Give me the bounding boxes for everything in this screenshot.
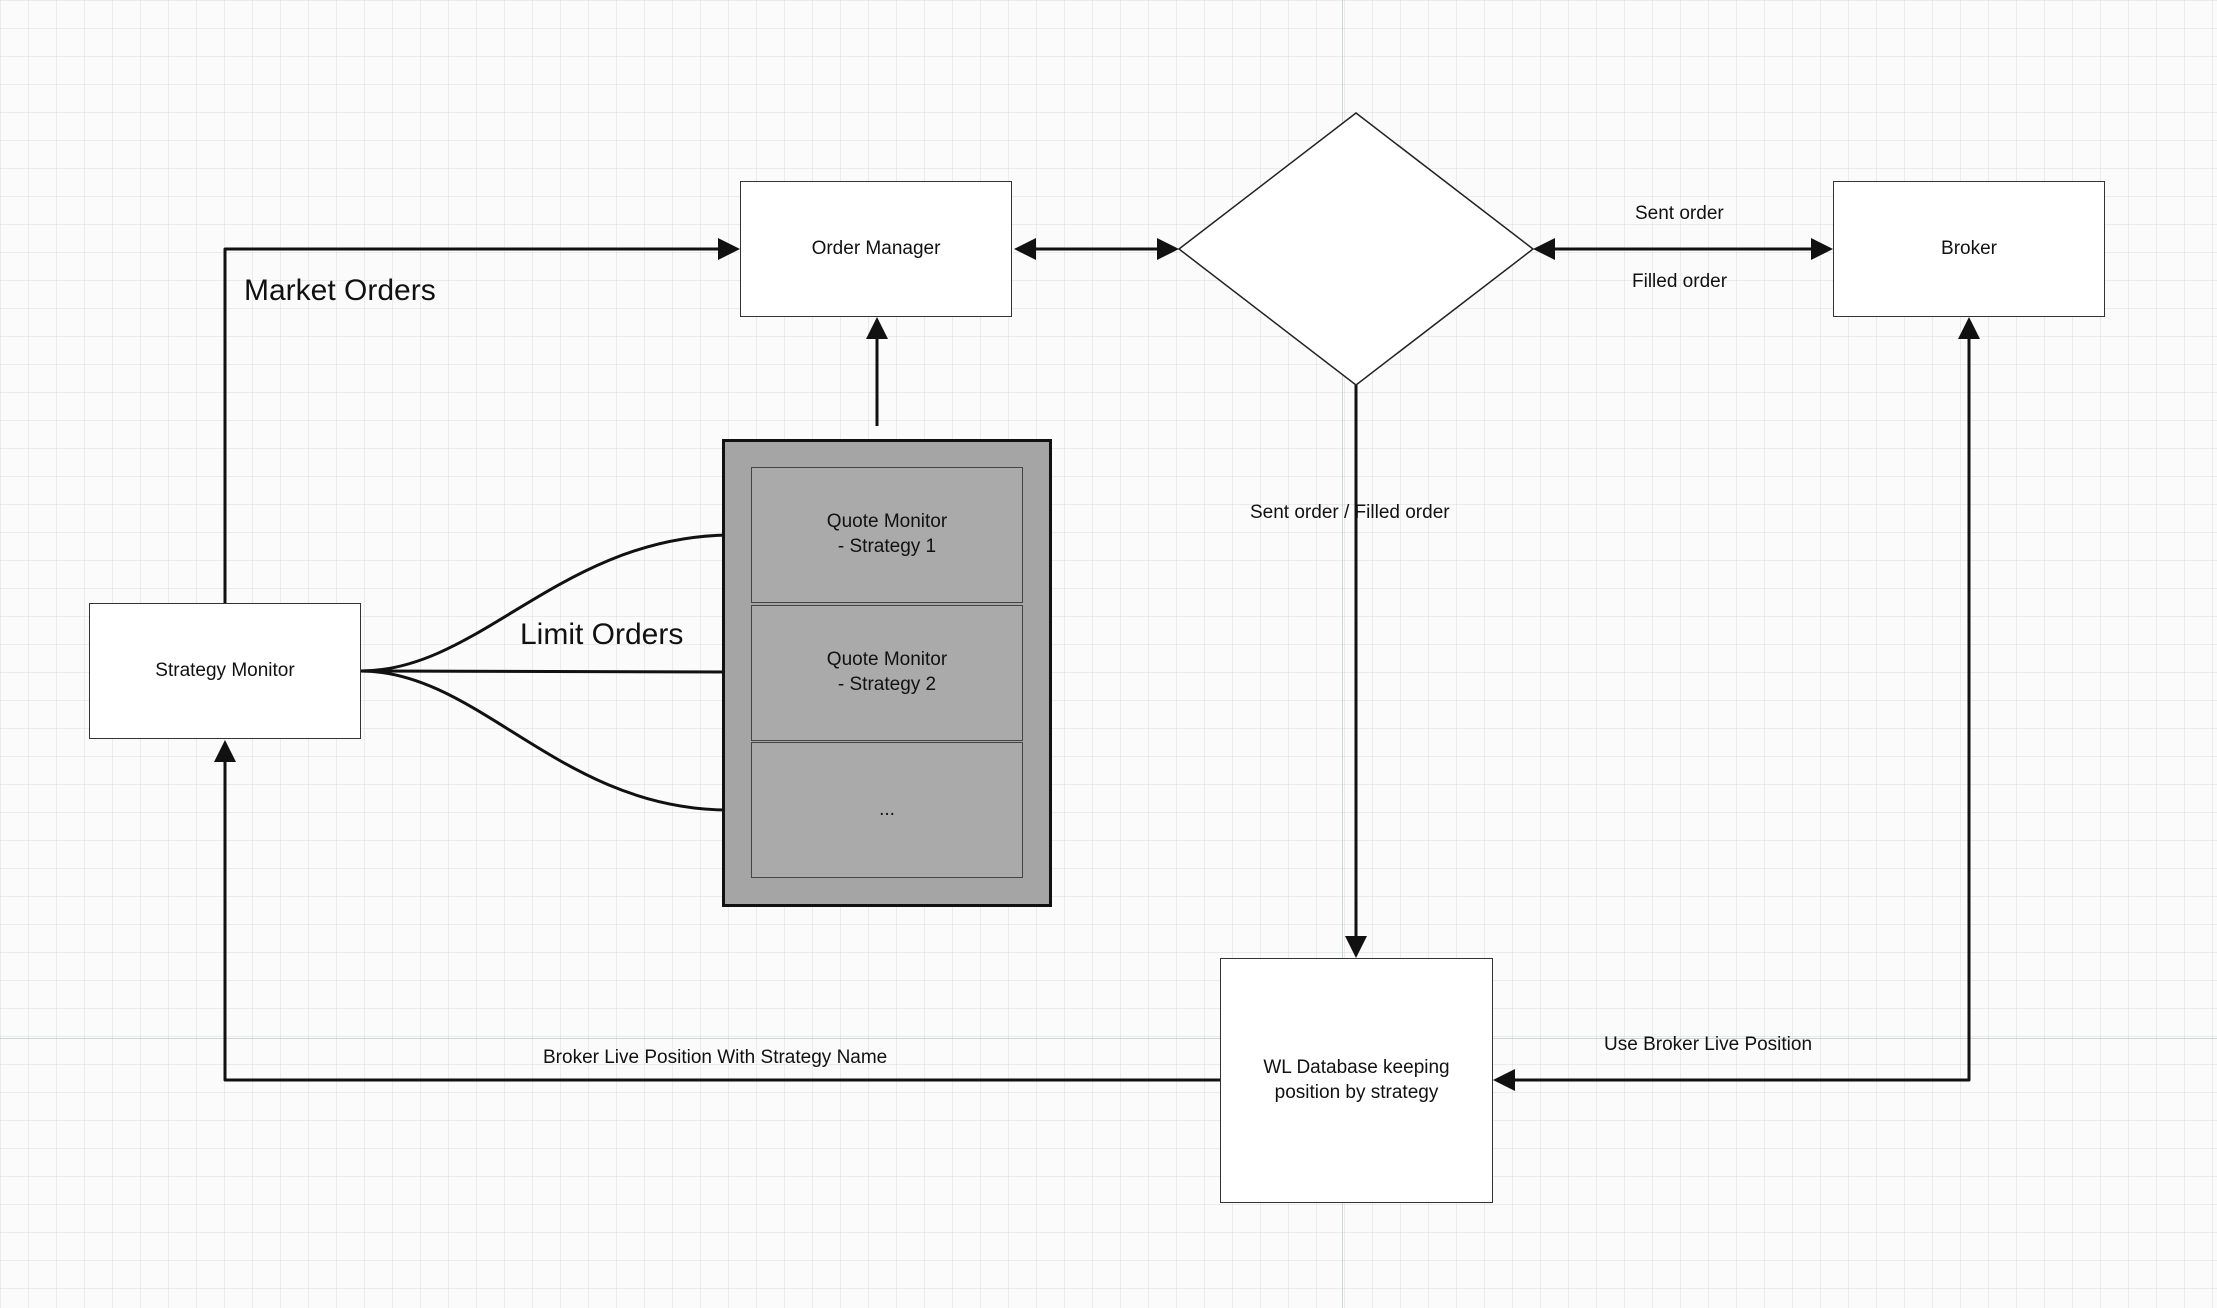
wl-database-node[interactable]: WL Database keeping position by strategy <box>1220 958 1493 1203</box>
quote-monitor-more-label: ... <box>879 798 895 820</box>
sent-filled-order-label: Sent order / Filled order <box>1250 502 1450 523</box>
arrowhead-into-order-manager-bottom <box>866 317 888 339</box>
arrowhead-into-strategy-monitor-bottom <box>214 740 236 762</box>
limit-orders-label: Limit Orders <box>520 618 684 651</box>
arrowhead-decision-right <box>1533 238 1555 260</box>
quote-monitor-strategy-1-label: Quote Monitor - Strategy 1 <box>826 511 948 557</box>
filled-order-label: Filled order <box>1632 271 1728 292</box>
edge-market-orders <box>223 247 724 603</box>
broker-label: Broker <box>1941 237 1997 259</box>
edge-broker-database <box>1513 334 1971 1082</box>
strategy-monitor-node[interactable]: Strategy Monitor <box>89 603 361 739</box>
decision-diamond[interactable] <box>1177 112 1535 386</box>
page-break-vertical <box>1342 0 1343 1308</box>
arrowhead-into-database-top <box>1345 936 1367 958</box>
wl-database-label: WL Database keeping position by strategy <box>1263 1056 1450 1103</box>
quote-monitor-strategy-2-node[interactable]: Quote Monitor - Strategy 2 <box>751 605 1023 741</box>
broker-node[interactable]: Broker <box>1833 181 2105 317</box>
sent-order-label: Sent order <box>1635 203 1724 224</box>
use-broker-live-position-label: Use Broker Live Position <box>1604 1034 1813 1055</box>
arrowhead-into-broker <box>1811 238 1833 260</box>
order-manager-node[interactable]: Order Manager <box>740 181 1012 317</box>
quote-monitor-more-node[interactable]: ... <box>751 742 1023 878</box>
arrowhead-into-database-right <box>1493 1069 1515 1091</box>
arrowhead-into-broker-bottom <box>1958 317 1980 339</box>
order-manager-label: Order Manager <box>811 237 941 259</box>
broker-live-position-with-strategy-label: Broker Live Position With Strategy Name <box>543 1047 888 1068</box>
page-break-horizontal <box>0 1038 2217 1039</box>
quote-monitor-strategy-2-label: Quote Monitor - Strategy 2 <box>826 649 948 695</box>
edge-limit-order-3 <box>360 669 730 812</box>
strategy-monitor-label: Strategy Monitor <box>155 659 295 681</box>
edge-limit-order-1 <box>360 533 730 673</box>
arrowhead-order-manager-right <box>1014 238 1036 260</box>
arrowhead-into-order-manager-left <box>718 238 740 260</box>
market-orders-label: Market Orders <box>244 274 436 307</box>
edge-limit-order-2 <box>360 669 730 674</box>
edge-database-strategy-monitor <box>223 757 1220 1082</box>
quote-monitor-strategy-1-node[interactable]: Quote Monitor - Strategy 1 <box>751 467 1023 603</box>
arrowhead-into-decision-left <box>1157 238 1179 260</box>
